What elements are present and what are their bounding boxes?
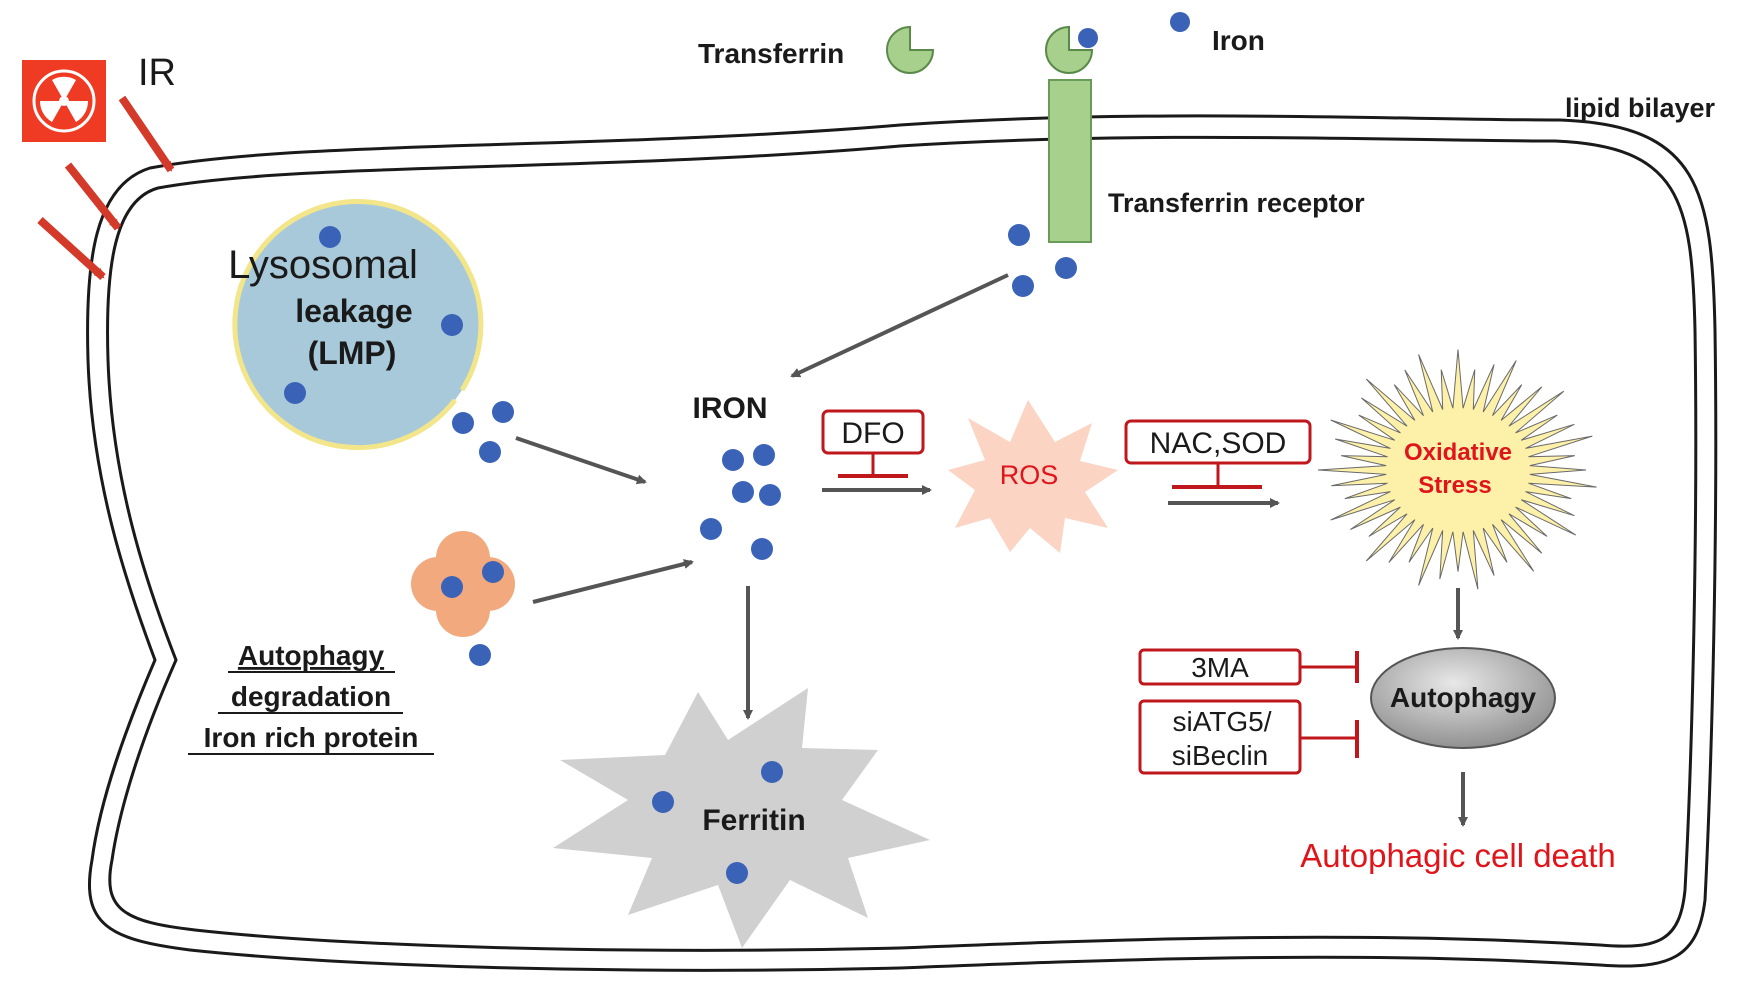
- nac-sod-label: NAC,SOD: [1150, 427, 1287, 460]
- ferritin: [553, 688, 930, 948]
- ir-label: IR: [138, 52, 176, 94]
- iron-dot: [452, 412, 474, 434]
- iron-dot: [1078, 28, 1098, 48]
- ros-burst: [948, 400, 1118, 553]
- autophagy-label: Autophagy: [1390, 682, 1537, 713]
- iron-pool-label: IRON: [693, 392, 768, 425]
- iron-dot: [732, 481, 754, 503]
- iron-dot: [479, 441, 501, 463]
- ferritin-label: Ferritin: [702, 804, 805, 837]
- radiation-arrow-1: [118, 95, 175, 173]
- radiation-hazard-icon: [22, 60, 106, 142]
- lysosomal-label-line2: leakage: [295, 293, 412, 329]
- iron-dot: [1055, 257, 1077, 279]
- iron-dot: [1008, 224, 1030, 246]
- ros-label: ROS: [1000, 460, 1059, 490]
- iron-dot: [759, 484, 781, 506]
- autophagy-degradation-line3: Iron rich protein: [204, 722, 419, 753]
- iron-dot: [441, 576, 463, 598]
- protein-to-iron-arrow: [532, 559, 694, 604]
- transferrin-icon: [886, 25, 935, 74]
- autophagy-degradation-line2: degradation: [231, 681, 391, 712]
- oxidative-stress-line2: Stress: [1418, 472, 1491, 499]
- iron-dot: [482, 561, 504, 583]
- radiation-arrow-3: [37, 217, 106, 280]
- iron-dot: [700, 518, 722, 540]
- iron-dot: [492, 401, 514, 423]
- 3ma-label: 3MA: [1191, 652, 1249, 683]
- lysosomal-label-line1: Lysosomal: [228, 243, 418, 287]
- transferrin-receptor-label: Transferrin receptor: [1108, 188, 1365, 218]
- iron-legend-dot: [1170, 12, 1190, 32]
- cell-membrane-inner: [106, 135, 1698, 952]
- dfo-label: DFO: [841, 417, 904, 450]
- radiation-arrows: [37, 95, 175, 280]
- siatg5-label-line2: siBeclin: [1172, 740, 1268, 771]
- iron-dot: [726, 862, 748, 884]
- iron-rich-protein: [411, 531, 515, 637]
- iron-dot: [751, 538, 773, 560]
- lysosomal-label-line3: (LMP): [308, 335, 397, 371]
- iron-dot: [753, 444, 775, 466]
- lysosome-to-iron-arrow: [515, 436, 647, 485]
- iron-label: Iron: [1212, 25, 1265, 56]
- iron-dot: [441, 314, 463, 336]
- lipid-bilayer-label: lipid bilayer: [1565, 93, 1716, 123]
- oxidative-stress-burst: [1317, 349, 1597, 590]
- iron-dot: [319, 226, 341, 248]
- oxidative-stress-line1: Oxidative: [1404, 439, 1512, 466]
- iron-dot: [722, 449, 744, 471]
- transferrin-label: Transferrin: [698, 38, 844, 69]
- cell-membrane-outer: [86, 114, 1718, 972]
- receptor-to-iron-arrow: [790, 273, 1009, 378]
- autophagy-degradation-line1: Autophagy: [238, 640, 385, 671]
- iron-dot: [284, 382, 306, 404]
- radiation-arrow-2: [64, 162, 122, 231]
- autophagy-ellipse: [1370, 647, 1556, 749]
- iron-dot: [1012, 275, 1034, 297]
- cell-death-label: Autophagic cell death: [1300, 837, 1616, 874]
- siatg5-label-line1: siATG5/: [1172, 706, 1271, 737]
- iron-dot: [652, 791, 674, 813]
- iron-dot: [469, 644, 491, 666]
- iron-dot: [761, 761, 783, 783]
- transferrin-receptor: [1048, 79, 1092, 243]
- transferrin-bound-icon: [1045, 25, 1094, 74]
